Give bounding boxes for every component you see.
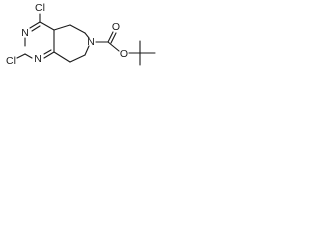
atom-o-carbonyl: O <box>112 21 120 33</box>
atom-o-ester: O <box>120 48 128 60</box>
bond-n1-c8a <box>43 51 55 59</box>
bond-c4-n3 <box>29 21 41 29</box>
atom-cl-left: Cl <box>6 55 16 67</box>
bond-c-carbonyl-o-ester <box>107 41 120 52</box>
molecule-svg: Cl Cl N N N O O <box>6 2 156 67</box>
bond-c8-c9 <box>69 54 86 63</box>
bond-c-carbonyl-o-double-b <box>110 32 117 44</box>
bond-c5-c6 <box>69 24 86 34</box>
bond-n7-c8 <box>84 45 90 56</box>
bond-c9-c8a <box>53 51 71 63</box>
bond-n1-c8a-inner <box>43 49 52 55</box>
molecule-structure-diagram: Cl Cl N N N O O <box>0 0 176 82</box>
bond-c-carbonyl-o-double-a <box>107 31 114 43</box>
bond-c2-n1 <box>24 53 33 59</box>
atom-n-pyrimidine-lower: N <box>34 53 42 65</box>
bond-c4a-c5 <box>53 24 71 31</box>
bond-c2-cl <box>16 53 26 59</box>
atom-n-pyrimidine-upper: N <box>21 27 29 39</box>
atom-n-azepine: N <box>87 36 95 48</box>
bond-c4-c4a <box>39 21 55 31</box>
atom-cl-top: Cl <box>35 2 45 14</box>
bond-c6-n7 <box>84 32 90 39</box>
bond-c4-n3-inner <box>31 25 41 32</box>
